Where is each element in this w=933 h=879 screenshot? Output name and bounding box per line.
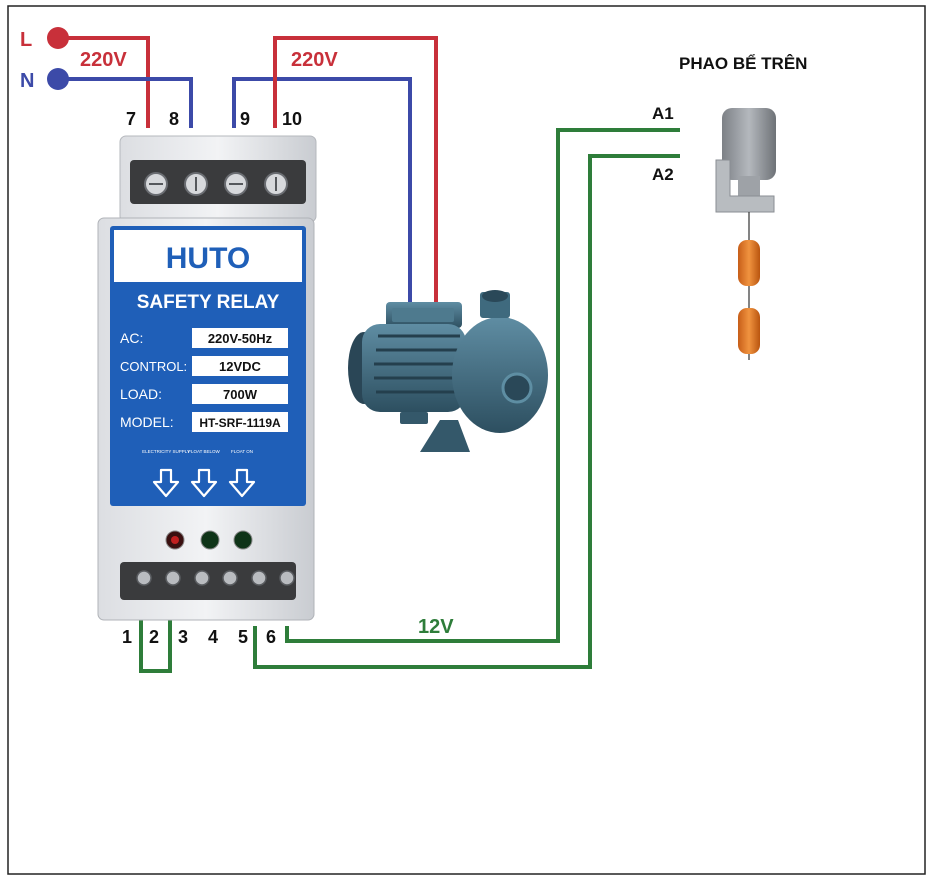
spec-load-box — [192, 384, 288, 404]
terminal-5-label: 5 — [238, 627, 248, 647]
terminal-8-label: 8 — [169, 109, 179, 129]
relay-bottom-screws — [136, 570, 295, 586]
caption-float-below: FLOAT BELOW — [188, 449, 220, 454]
relay-down-arrow-icons — [152, 468, 256, 498]
safety-relay: HUTO SAFETY RELAY AC: 220V-50Hz CONTROL:… — [97, 135, 317, 621]
float-switch-head — [722, 108, 776, 180]
pump-terminal-cover — [392, 308, 454, 322]
relay-spec-rows: AC: 220V-50Hz CONTROL: 12VDC LOAD: 700W … — [120, 328, 288, 432]
float-weight-lower — [738, 308, 760, 354]
terminal-7-label: 7 — [126, 109, 136, 129]
caption-float-on: FLOAT ON — [231, 449, 253, 454]
live-wire-to-pump — [273, 36, 438, 305]
relay-top-terminal-block — [130, 160, 306, 204]
spec-model-box — [192, 412, 288, 432]
terminal-6-label: 6 — [266, 627, 276, 647]
led-red-core — [171, 536, 179, 544]
neutral-terminal-dot — [47, 68, 69, 90]
relay-brand-logo: HUTO — [166, 242, 250, 275]
live-terminal-dot — [47, 27, 69, 49]
neutral-wire-to-terminal-8 — [58, 77, 193, 128]
water-pump — [348, 290, 548, 452]
bridge-wire-terminal-1-2 — [139, 620, 172, 673]
led-float-on — [233, 530, 253, 550]
pump-motor-housing — [362, 324, 466, 412]
terminal-3-label: 3 — [178, 627, 188, 647]
spec-control-key: CONTROL: — [120, 359, 187, 374]
control-wire-terminal-5-to-a2 — [253, 154, 680, 669]
terminal-a1-label: A1 — [652, 104, 674, 123]
spec-control-value: 12VDC — [219, 359, 262, 374]
control-wire-terminal-6-to-a1 — [285, 128, 680, 643]
live-label: L — [20, 29, 32, 51]
spec-load-key: LOAD: — [120, 386, 162, 402]
pump-outlet-opening — [482, 290, 508, 302]
pump-inlet-port — [501, 372, 533, 404]
terminal-a2-label: A2 — [652, 165, 674, 184]
neutral-label: N — [20, 70, 34, 92]
relay-brand-plate — [114, 230, 302, 282]
pump-volute-casing — [452, 317, 548, 433]
caption-electricity-supply: ELECTRICITY SUPPLY — [142, 449, 190, 454]
terminal-1-label: 1 — [122, 627, 132, 647]
spec-ac-box — [192, 328, 288, 348]
terminal-2-label: 2 — [149, 627, 159, 647]
spec-control-box — [192, 356, 288, 376]
spec-model-value: HT-SRF-1119A — [199, 416, 281, 430]
relay-title: SAFETY RELAY — [137, 292, 280, 313]
float-switch-bracket — [715, 159, 775, 213]
control-voltage-label: 12V — [418, 616, 454, 638]
relay-indicator-captions: ELECTRICITY SUPPLY FLOAT BELOW FLOAT ON — [142, 449, 253, 454]
spec-ac-key: AC: — [120, 330, 143, 346]
voltage-label-right: 220V — [291, 49, 338, 71]
float-weight-upper — [738, 240, 760, 286]
pump-motor-foot — [400, 412, 428, 424]
pump-cooling-fins — [374, 334, 460, 394]
float-switch — [715, 108, 776, 360]
pump-base-foot — [420, 420, 470, 452]
float-switch-neck — [738, 176, 760, 198]
relay-top-screws — [144, 172, 288, 196]
neutral-wire-to-pump — [232, 77, 412, 305]
float-switch-title: PHAO BỂ TRÊN — [679, 54, 807, 73]
led-float-below — [200, 530, 220, 550]
diagram-border — [7, 5, 926, 875]
terminal-9-label: 9 — [240, 109, 250, 129]
voltage-label-left: 220V — [80, 49, 127, 71]
terminal-4-label: 4 — [208, 627, 218, 647]
terminal-10-label: 10 — [282, 109, 302, 129]
spec-model-key: MODEL: — [120, 414, 174, 430]
spec-ac-value: 220V-50Hz — [208, 331, 273, 346]
live-wire-to-terminal-7 — [58, 36, 150, 128]
spec-load-value: 700W — [223, 387, 258, 402]
